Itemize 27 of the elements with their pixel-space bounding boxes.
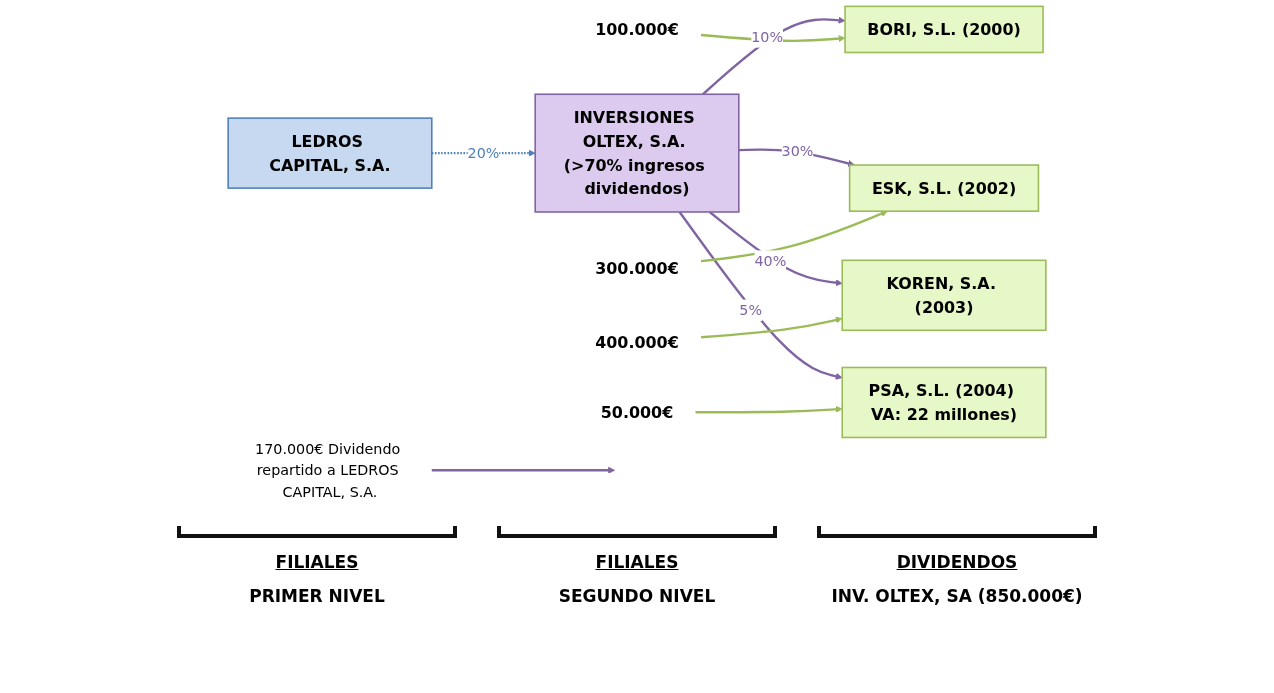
node-text: 300.000€ bbox=[595, 259, 679, 279]
node-text: 50.000€ bbox=[600, 402, 674, 422]
edge-label: 40% bbox=[754, 252, 787, 270]
node-box: INVERSIONES OLTEX, S.A. (>70% ingresos dividendos) bbox=[534, 93, 740, 213]
arrow bbox=[695, 405, 843, 414]
node-text: 400.000€ bbox=[595, 332, 679, 352]
edge-label: 5% bbox=[739, 301, 763, 319]
column-heading: DIVIDENDOS bbox=[896, 552, 1018, 572]
edge-label: 30% bbox=[781, 141, 814, 159]
column-heading: FILIALES bbox=[275, 552, 359, 572]
arrow bbox=[700, 316, 843, 339]
node-box: KOREN, S.A. (2003) bbox=[841, 259, 1047, 332]
edge-label: 10% bbox=[751, 28, 784, 46]
column-heading: FILIALES bbox=[595, 552, 679, 572]
column-subheading: SEGUNDO NIVEL bbox=[558, 586, 716, 606]
node-text: 170.000€ Dividendo repartido a LEDROS CAPITAL, S.A. bbox=[255, 440, 401, 501]
node-box: PSA, S.L. (2004) VA: 22 millones) bbox=[841, 366, 1047, 439]
arrow bbox=[700, 210, 888, 263]
arrow bbox=[431, 466, 616, 474]
arrow bbox=[678, 211, 843, 380]
node-box: BORI, S.L. (2000) bbox=[844, 5, 1044, 54]
edge-label: 20% bbox=[467, 144, 500, 162]
node-text: 100.000€ bbox=[595, 19, 679, 39]
column-subheading: PRIMER NIVEL bbox=[249, 586, 385, 606]
node-box: LEDROS CAPITAL, S.A. bbox=[227, 117, 433, 189]
node-box: ESK, S.L. (2002) bbox=[848, 164, 1040, 212]
column-subheading: INV. OLTEX, SA (850.000€) bbox=[831, 586, 1083, 606]
